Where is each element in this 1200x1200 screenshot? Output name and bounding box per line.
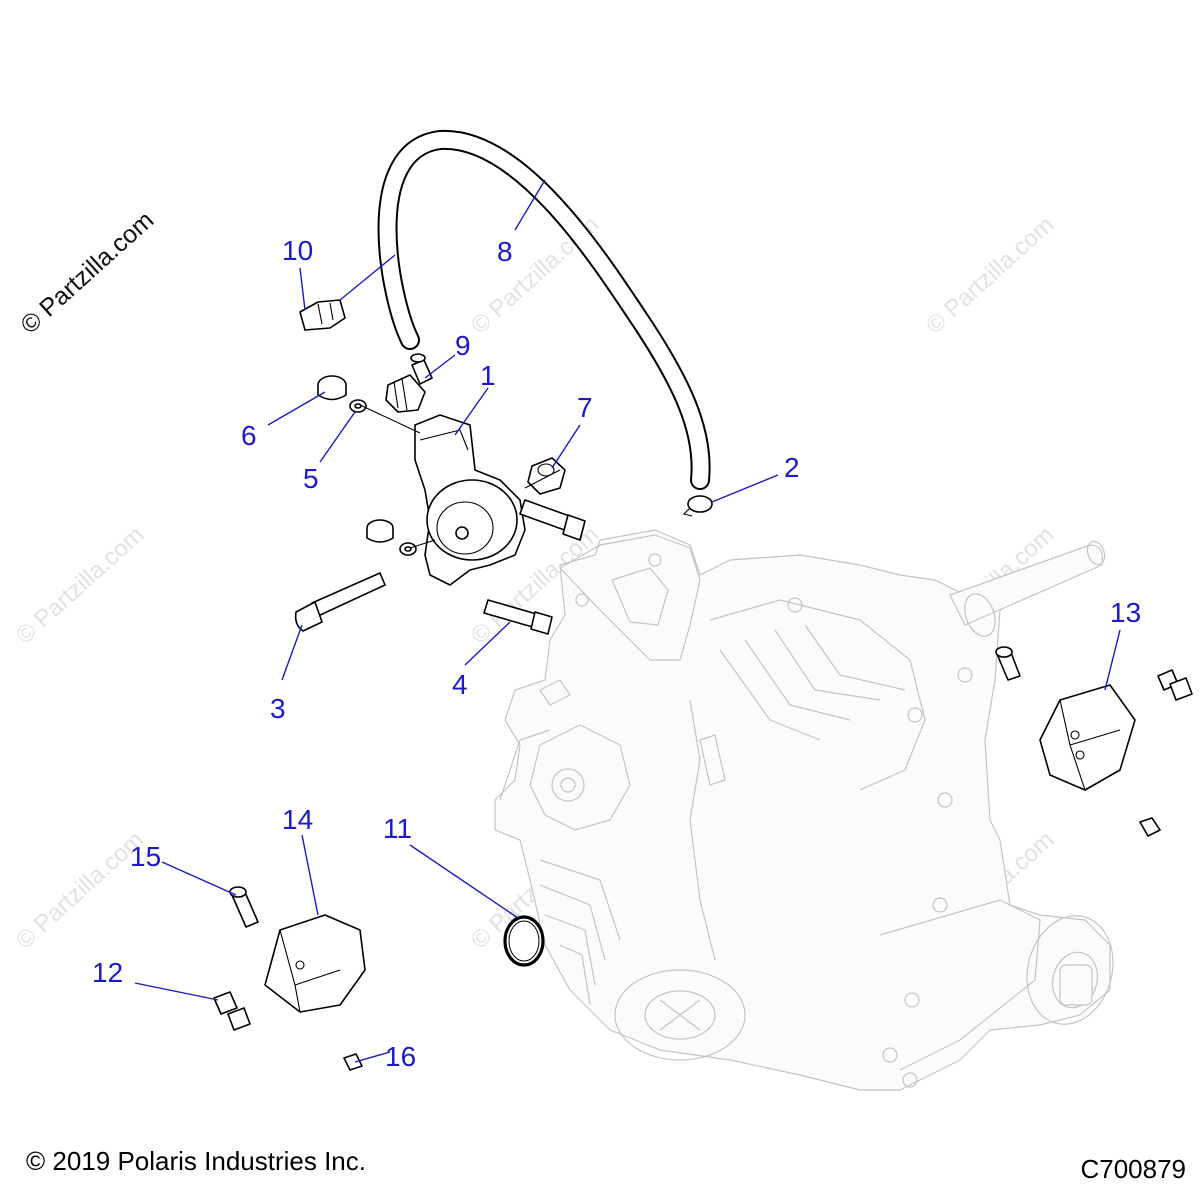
callout-5: 5 (303, 463, 319, 494)
screw-mount-left (213, 991, 251, 1031)
bolt-upper (519, 499, 586, 541)
callout-6: 6 (241, 420, 257, 451)
bolt-mount-left (229, 886, 259, 928)
callout-12: 12 (92, 957, 123, 988)
bolt-mount-right (995, 646, 1021, 681)
mount-right (1039, 684, 1136, 791)
hose-fitting (385, 353, 433, 413)
grommet-upper (317, 375, 347, 401)
vent-hose (377, 129, 711, 490)
callout-labels: 1 2 3 4 5 6 7 8 9 10 11 12 13 14 15 16 (92, 235, 1141, 1072)
bolt-long (294, 572, 386, 632)
callout-2: 2 (784, 452, 800, 483)
callout-7: 7 (577, 392, 593, 423)
drawing-number: C700879 (1080, 1154, 1186, 1184)
leader-lines (134, 179, 1121, 1063)
nut-mount-right (1139, 817, 1161, 837)
screw-mount-right (1157, 669, 1193, 701)
assembly-axis-line (359, 404, 561, 549)
washer-lower (399, 542, 417, 556)
watermark-tile: © Partzilla.com (11, 521, 149, 649)
callout-13: 13 (1110, 597, 1141, 628)
callout-15: 15 (130, 841, 161, 872)
sensor-body (414, 414, 526, 586)
grommet-lower (366, 519, 394, 543)
bushing (527, 457, 566, 495)
bolt-lower (483, 599, 553, 635)
callout-8: 8 (497, 236, 513, 267)
callout-10: 10 (282, 235, 313, 266)
o-ring (503, 915, 545, 967)
copyright-notice: © 2019 Polaris Industries Inc. (26, 1146, 366, 1176)
hose-clip (299, 299, 346, 331)
callout-3: 3 (270, 693, 286, 724)
callout-11: 11 (383, 813, 412, 844)
nut-mount-left (343, 1053, 363, 1071)
watermark-tile: © Partzilla.com (921, 211, 1059, 339)
callout-14: 14 (282, 804, 313, 835)
mount-left (264, 914, 366, 1013)
watermark-tile: © Partzilla.com (11, 826, 149, 954)
callout-16: 16 (385, 1041, 416, 1072)
watermark-main: © Partzilla.com (15, 206, 159, 340)
callout-4: 4 (452, 669, 468, 700)
callout-1: 1 (480, 360, 496, 391)
callout-9: 9 (455, 330, 471, 361)
hose-clamp (682, 495, 713, 517)
washer-upper (349, 399, 367, 413)
transmission-housing (494, 529, 1114, 1091)
